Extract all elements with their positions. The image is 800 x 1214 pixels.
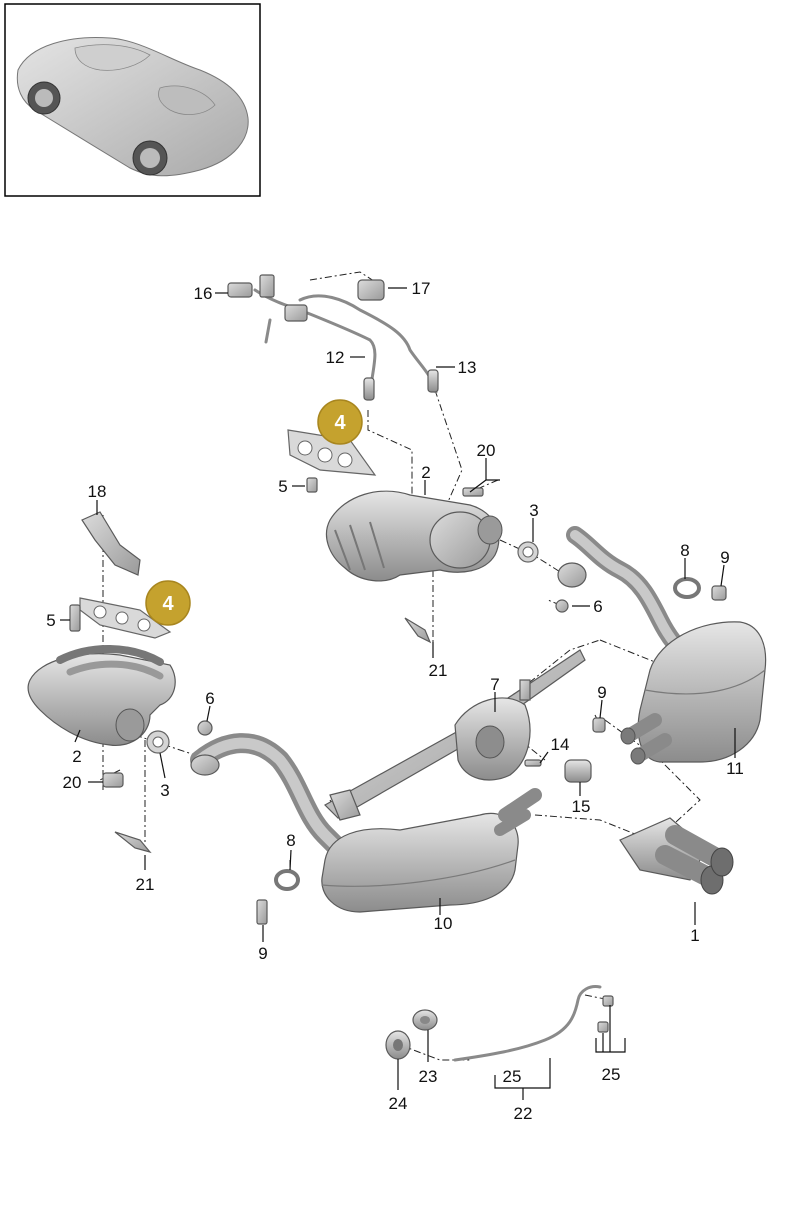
callout-3-lower: 3 — [160, 781, 169, 800]
callout-21-lower: 21 — [136, 875, 155, 894]
bolt-20 — [462, 487, 484, 497]
callout-6-lower: 6 — [205, 689, 214, 708]
callout-9-left: 9 — [258, 944, 267, 963]
callout-2-upper: 2 — [421, 463, 430, 482]
badge-4-lower-label: 4 — [162, 593, 174, 615]
bolt-14 — [524, 759, 542, 767]
oxygen-sensor-harness — [227, 274, 439, 401]
mount-24 — [385, 1030, 411, 1060]
callout-25-left: 25 — [503, 1067, 522, 1086]
callout-20-upper: 20 — [477, 441, 496, 460]
leader-lines — [60, 287, 736, 1100]
upper-small-parts — [404, 541, 569, 644]
heat-shield-18 — [81, 511, 141, 576]
car-icon — [16, 37, 249, 177]
callout-5-upper: 5 — [278, 477, 287, 496]
muffler-right — [620, 621, 767, 765]
callout-9-right: 9 — [720, 548, 729, 567]
callout-25-right: 25 — [602, 1065, 621, 1084]
stud-5 — [306, 477, 318, 493]
callout-2-lower: 2 — [72, 747, 81, 766]
clamp-8-left — [274, 869, 300, 891]
callout-20-lower: 20 — [63, 773, 82, 792]
cross-bracket-7 — [324, 649, 586, 821]
bolt-9-right — [711, 585, 727, 601]
car-thumbnail — [4, 3, 261, 197]
pipe-right — [557, 526, 699, 669]
pipe-left — [190, 733, 360, 870]
callout-5-lower: 5 — [46, 611, 55, 630]
sensor-12 — [363, 377, 375, 401]
callout-13: 13 — [458, 358, 477, 377]
manifold-upper — [306, 477, 503, 582]
callout-17: 17 — [412, 279, 431, 298]
badge-4-upper-label: 4 — [334, 412, 346, 434]
callout-6-upper: 6 — [593, 597, 602, 616]
bolt-9-mid — [592, 717, 606, 733]
tailpipe-1 — [619, 817, 734, 895]
assembly-lines — [99, 271, 701, 1061]
callout-8-right: 8 — [680, 541, 689, 560]
badge-4-upper: 4 — [317, 399, 363, 445]
connector-17 — [357, 279, 385, 301]
callout-15: 15 — [572, 797, 591, 816]
cable-22 — [453, 985, 602, 1062]
callout-24: 24 — [389, 1094, 408, 1113]
callout-1: 1 — [690, 926, 699, 945]
callout-18: 18 — [88, 482, 107, 501]
callout-9-mid: 9 — [597, 683, 606, 702]
callout-11: 11 — [726, 759, 744, 778]
callout-23: 23 — [419, 1067, 438, 1086]
callout-12: 12 — [326, 348, 345, 367]
clips-25 — [597, 995, 614, 1033]
badge-4-lower: 4 — [145, 580, 191, 626]
clamp-8-right — [673, 577, 701, 599]
callout-21-upper: 21 — [429, 661, 448, 680]
callout-16: 16 — [194, 284, 213, 303]
callout-7: 7 — [490, 675, 499, 694]
callout-22: 22 — [514, 1104, 533, 1123]
manifold-left — [27, 645, 176, 747]
sensor-13 — [427, 369, 439, 393]
left-small-parts — [102, 720, 213, 854]
mount-23 — [412, 1009, 438, 1031]
mount-15 — [564, 759, 592, 783]
stud-5-left — [69, 604, 81, 632]
bolt-9-left — [256, 899, 268, 925]
gasket-lower — [79, 597, 172, 639]
muffler-left — [321, 788, 542, 913]
callout-14: 14 — [551, 735, 570, 754]
callout-8-left: 8 — [286, 831, 295, 850]
callout-10: 10 — [434, 914, 453, 933]
callout-3-upper: 3 — [529, 501, 538, 520]
callout-labels: 16 17 12 13 2 20 5 3 6 21 8 9 18 5 6 2 2… — [46, 279, 744, 1123]
